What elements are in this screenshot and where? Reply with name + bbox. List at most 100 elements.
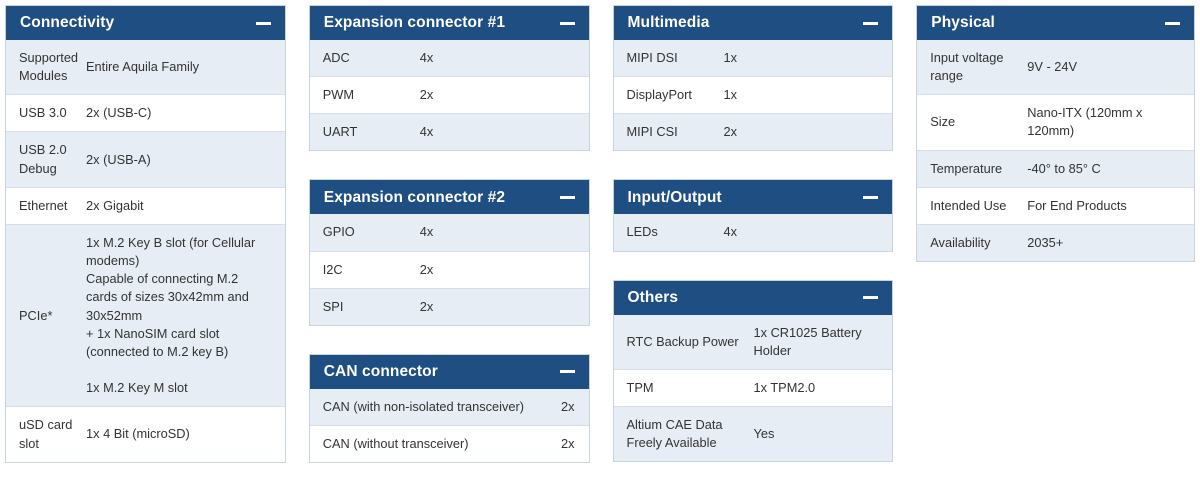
row-label: Intended Use	[930, 197, 1007, 213]
row-label: LEDs	[626, 224, 658, 240]
row-value: 2035+	[1027, 234, 1064, 250]
row-value: 2x	[419, 261, 434, 277]
row-value: 9V - 24V	[1027, 59, 1078, 75]
row-value: Nano-ITX (120mm x 120mm)	[1027, 105, 1143, 139]
row-label: PCIe*	[19, 307, 53, 323]
table-row: LEDs 4x	[613, 214, 893, 251]
card-body-expansion-connector-2: GPIO 4x I2C 2x SPI 2x	[309, 214, 589, 325]
row-value: 2x	[419, 87, 434, 103]
minus-icon[interactable]	[559, 370, 575, 374]
row-value: 1x	[723, 87, 738, 103]
minus-icon[interactable]	[863, 195, 879, 199]
card-header-multimedia[interactable]: Multimedia	[613, 6, 893, 40]
spec-column-3: Multimedia MIPI DSI 1x DisplayPort 1x MI…	[612, 5, 894, 463]
row-label: CAN (with non-isolated transceiver)	[322, 398, 525, 414]
table-row: UART 4x	[309, 113, 589, 151]
card-title: Multimedia	[627, 14, 710, 32]
table-row: Altium CAE Data Freely Available Yes	[613, 406, 893, 462]
table-row: MIPI DSI 1x	[613, 40, 893, 77]
row-label: USB 3.0	[19, 105, 67, 121]
spec-card-physical: Physical Input voltage range 9V - 24V Si…	[916, 5, 1195, 263]
row-label: SPI	[322, 298, 344, 314]
row-value: 2x (USB-A)	[86, 151, 151, 167]
minus-icon[interactable]	[1165, 21, 1180, 25]
table-row: PCIe* 1x M.2 Key B slot (for Cellular mo…	[6, 223, 285, 407]
row-label: Ethernet	[19, 197, 68, 213]
card-title: Physical	[931, 14, 995, 32]
card-header-connectivity[interactable]: Connectivity	[6, 6, 285, 40]
card-header-others[interactable]: Others	[613, 280, 893, 315]
row-value: 2x	[560, 398, 575, 414]
row-label: Input voltage range	[930, 50, 1004, 84]
row-label: PWM	[322, 87, 355, 103]
card-title: Expansion connector #2	[323, 188, 506, 206]
table-row: DisplayPort 1x	[613, 76, 893, 114]
row-value: 1x M.2 Key B slot (for Cellular modems) …	[86, 234, 256, 396]
table-row: TPM 1x TPM2.0	[613, 368, 893, 407]
minus-icon[interactable]	[559, 195, 575, 199]
minus-icon[interactable]	[863, 296, 879, 300]
row-label: Altium CAE Data Freely Available	[626, 417, 723, 451]
row-value: 4x	[419, 124, 434, 140]
table-row: ADC 4x	[309, 40, 589, 77]
row-value: Yes	[753, 426, 775, 442]
spec-column-4: Physical Input voltage range 9V - 24V Si…	[916, 5, 1195, 263]
row-label: MIPI CSI	[626, 124, 678, 140]
table-row: SPI 2x	[309, 287, 589, 325]
row-label: TPM	[626, 379, 654, 395]
table-row: uSD card slot 1x 4 Bit (microSD)	[6, 406, 285, 462]
table-row: Intended Use For End Products	[917, 186, 1194, 224]
row-value: 2x (USB-C)	[86, 105, 152, 121]
card-header-can-connector[interactable]: CAN connector	[309, 354, 589, 389]
table-row: CAN (with non-isolated transceiver) 2x	[309, 388, 589, 426]
row-label: I2C	[322, 261, 343, 277]
card-header-input-output[interactable]: Input/Output	[613, 180, 893, 215]
table-row: PWM 2x	[309, 76, 589, 114]
table-row: I2C 2x	[309, 250, 589, 288]
row-label: ADC	[322, 50, 350, 65]
minus-icon[interactable]	[863, 21, 879, 25]
row-value: For End Products	[1027, 197, 1127, 213]
row-value: 1x TPM2.0	[753, 379, 816, 395]
row-label: MIPI DSI	[626, 50, 678, 65]
spec-card-multimedia: Multimedia MIPI DSI 1x DisplayPort 1x MI…	[612, 5, 894, 152]
card-header-expansion-connector-2[interactable]: Expansion connector #2	[309, 180, 589, 215]
spec-card-can-connector: CAN connector CAN (with non-isolated tra…	[308, 353, 590, 464]
card-body-physical: Input voltage range 9V - 24V Size Nano-I…	[917, 40, 1194, 262]
table-row: Ethernet 2x Gigabit	[6, 186, 285, 224]
table-row: USB 3.0 2x (USB-C)	[6, 94, 285, 132]
spec-card-input-output: Input/Output LEDs 4x	[612, 179, 894, 252]
row-value: -40° to 85° C	[1027, 160, 1101, 176]
row-label: Supported Modules	[19, 50, 79, 84]
row-label: CAN (without transceiver)	[322, 436, 469, 452]
spec-card-others: Others RTC Backup Power 1x CR1025 Batter…	[612, 279, 894, 463]
spec-column-2: Expansion connector #1 ADC 4x PWM 2x UAR…	[308, 5, 590, 464]
row-label: Availability	[930, 234, 991, 250]
row-value: 1x CR1025 Battery Holder	[753, 324, 862, 358]
row-value: 4x	[419, 224, 434, 240]
row-label: Size	[930, 114, 956, 130]
row-value: 4x	[723, 224, 738, 240]
spec-card-connectivity: Connectivity Supported Modules Entire Aq…	[5, 5, 286, 463]
row-value: 2x	[419, 298, 434, 314]
card-title: Input/Output	[627, 188, 722, 206]
row-label: uSD card slot	[19, 417, 73, 451]
table-row: GPIO 4x	[309, 214, 589, 251]
table-row: Availability 2035+	[917, 223, 1194, 262]
card-title: Expansion connector #1	[323, 14, 506, 32]
card-body-input-output: LEDs 4x	[613, 214, 893, 251]
table-row: CAN (without transceiver) 2x	[309, 425, 589, 463]
table-row: MIPI CSI 2x	[613, 113, 893, 151]
table-row: Size Nano-ITX (120mm x 120mm)	[917, 94, 1194, 150]
row-value: 1x 4 Bit (microSD)	[86, 426, 190, 442]
row-label: Temperature	[930, 160, 1003, 176]
table-row: Input voltage range 9V - 24V	[917, 40, 1194, 95]
card-header-expansion-connector-1[interactable]: Expansion connector #1	[309, 6, 589, 40]
minus-icon[interactable]	[559, 21, 575, 25]
table-row: Temperature -40° to 85° C	[917, 149, 1194, 187]
card-body-multimedia: MIPI DSI 1x DisplayPort 1x MIPI CSI 2x	[613, 40, 893, 151]
card-header-physical[interactable]: Physical	[917, 6, 1194, 40]
minus-icon[interactable]	[255, 21, 271, 25]
table-row: USB 2.0 Debug 2x (USB-A)	[6, 131, 285, 187]
spec-column-1: Connectivity Supported Modules Entire Aq…	[5, 5, 286, 463]
